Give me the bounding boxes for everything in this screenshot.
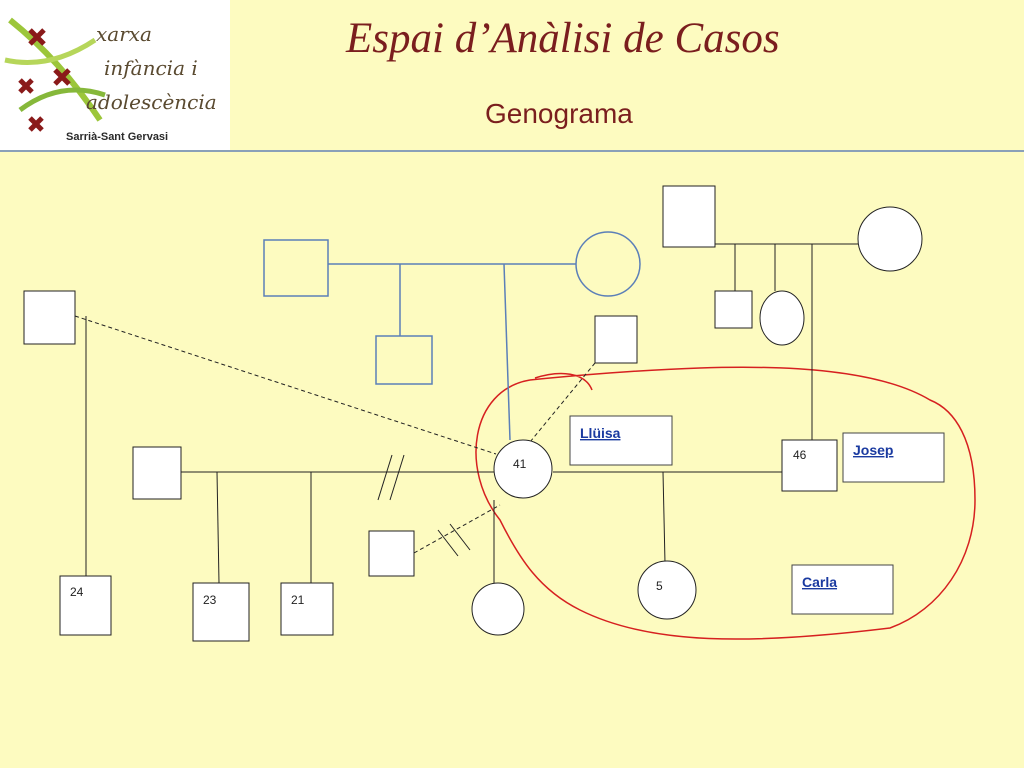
logo-word-3: adolescència: [86, 90, 217, 114]
logo-word-1: xarxa: [96, 22, 152, 46]
person-23-square: [192, 582, 250, 642]
name-box-carla: [791, 564, 894, 615]
dashed-relation-bottom: [413, 504, 501, 554]
person-21-square: [280, 582, 334, 636]
descent-line-41: [503, 263, 511, 441]
divorce-mark-1: [377, 454, 393, 501]
partner-square-bottom: [368, 530, 415, 577]
grandmother-circle: [575, 231, 641, 297]
uncle-square: [714, 290, 753, 329]
age-24: 24: [70, 585, 84, 599]
name-carla: Carla: [802, 574, 837, 590]
logo-subtitle: Sarrià-Sant Gervasi: [66, 131, 169, 143]
grandfather-square: [263, 239, 329, 297]
daughter-circle: [471, 582, 525, 636]
age-41: 41: [513, 457, 527, 471]
person-24-square: [59, 575, 112, 636]
age-23: 23: [203, 593, 217, 607]
name-josep: Josep: [853, 442, 893, 458]
xarxa-logo: xarxa infància i adolescència Sarrià-San…: [0, 0, 230, 150]
partner-square-left: [23, 290, 76, 345]
logo-graphic: [4, 17, 106, 132]
partner-square-top: [594, 315, 638, 364]
descent-line-23: [216, 471, 220, 584]
dashed-relation-top: [529, 362, 596, 443]
case-highlight-circle: [475, 366, 976, 640]
person-46-square: [781, 439, 838, 492]
age-5: 5: [656, 579, 663, 593]
descent-line-5: [662, 471, 666, 564]
logo-word-2: infància i: [104, 56, 198, 80]
page-subtitle: Genograma: [485, 98, 633, 129]
pgf-square: [662, 185, 716, 248]
sibling-square: [375, 335, 433, 385]
paternal-grandparents: [662, 185, 923, 440]
dashed-relation-left: [74, 315, 497, 455]
header-divider: [0, 150, 1024, 152]
separation-mark-2: [449, 523, 471, 551]
pgm-circle: [857, 206, 923, 272]
age-21: 21: [291, 593, 305, 607]
name-box-josep: [842, 432, 945, 483]
slide-header: xarxa infància i adolescència Sarrià-San…: [0, 0, 1024, 152]
divorce-mark-2: [389, 454, 405, 501]
name-box-lluisa: [569, 415, 673, 466]
age-46: 46: [793, 448, 807, 462]
name-lluisa: Llüisa: [580, 425, 621, 441]
maternal-grandparents: [263, 231, 641, 441]
ex-husband-square: [132, 446, 182, 500]
page-title: Espai d’Anàlisi de Casos: [346, 15, 780, 62]
separation-mark-1: [437, 529, 459, 557]
aunt-circle: [759, 290, 805, 346]
person-5-circle: [637, 560, 697, 620]
person-41-circle: [493, 439, 553, 499]
